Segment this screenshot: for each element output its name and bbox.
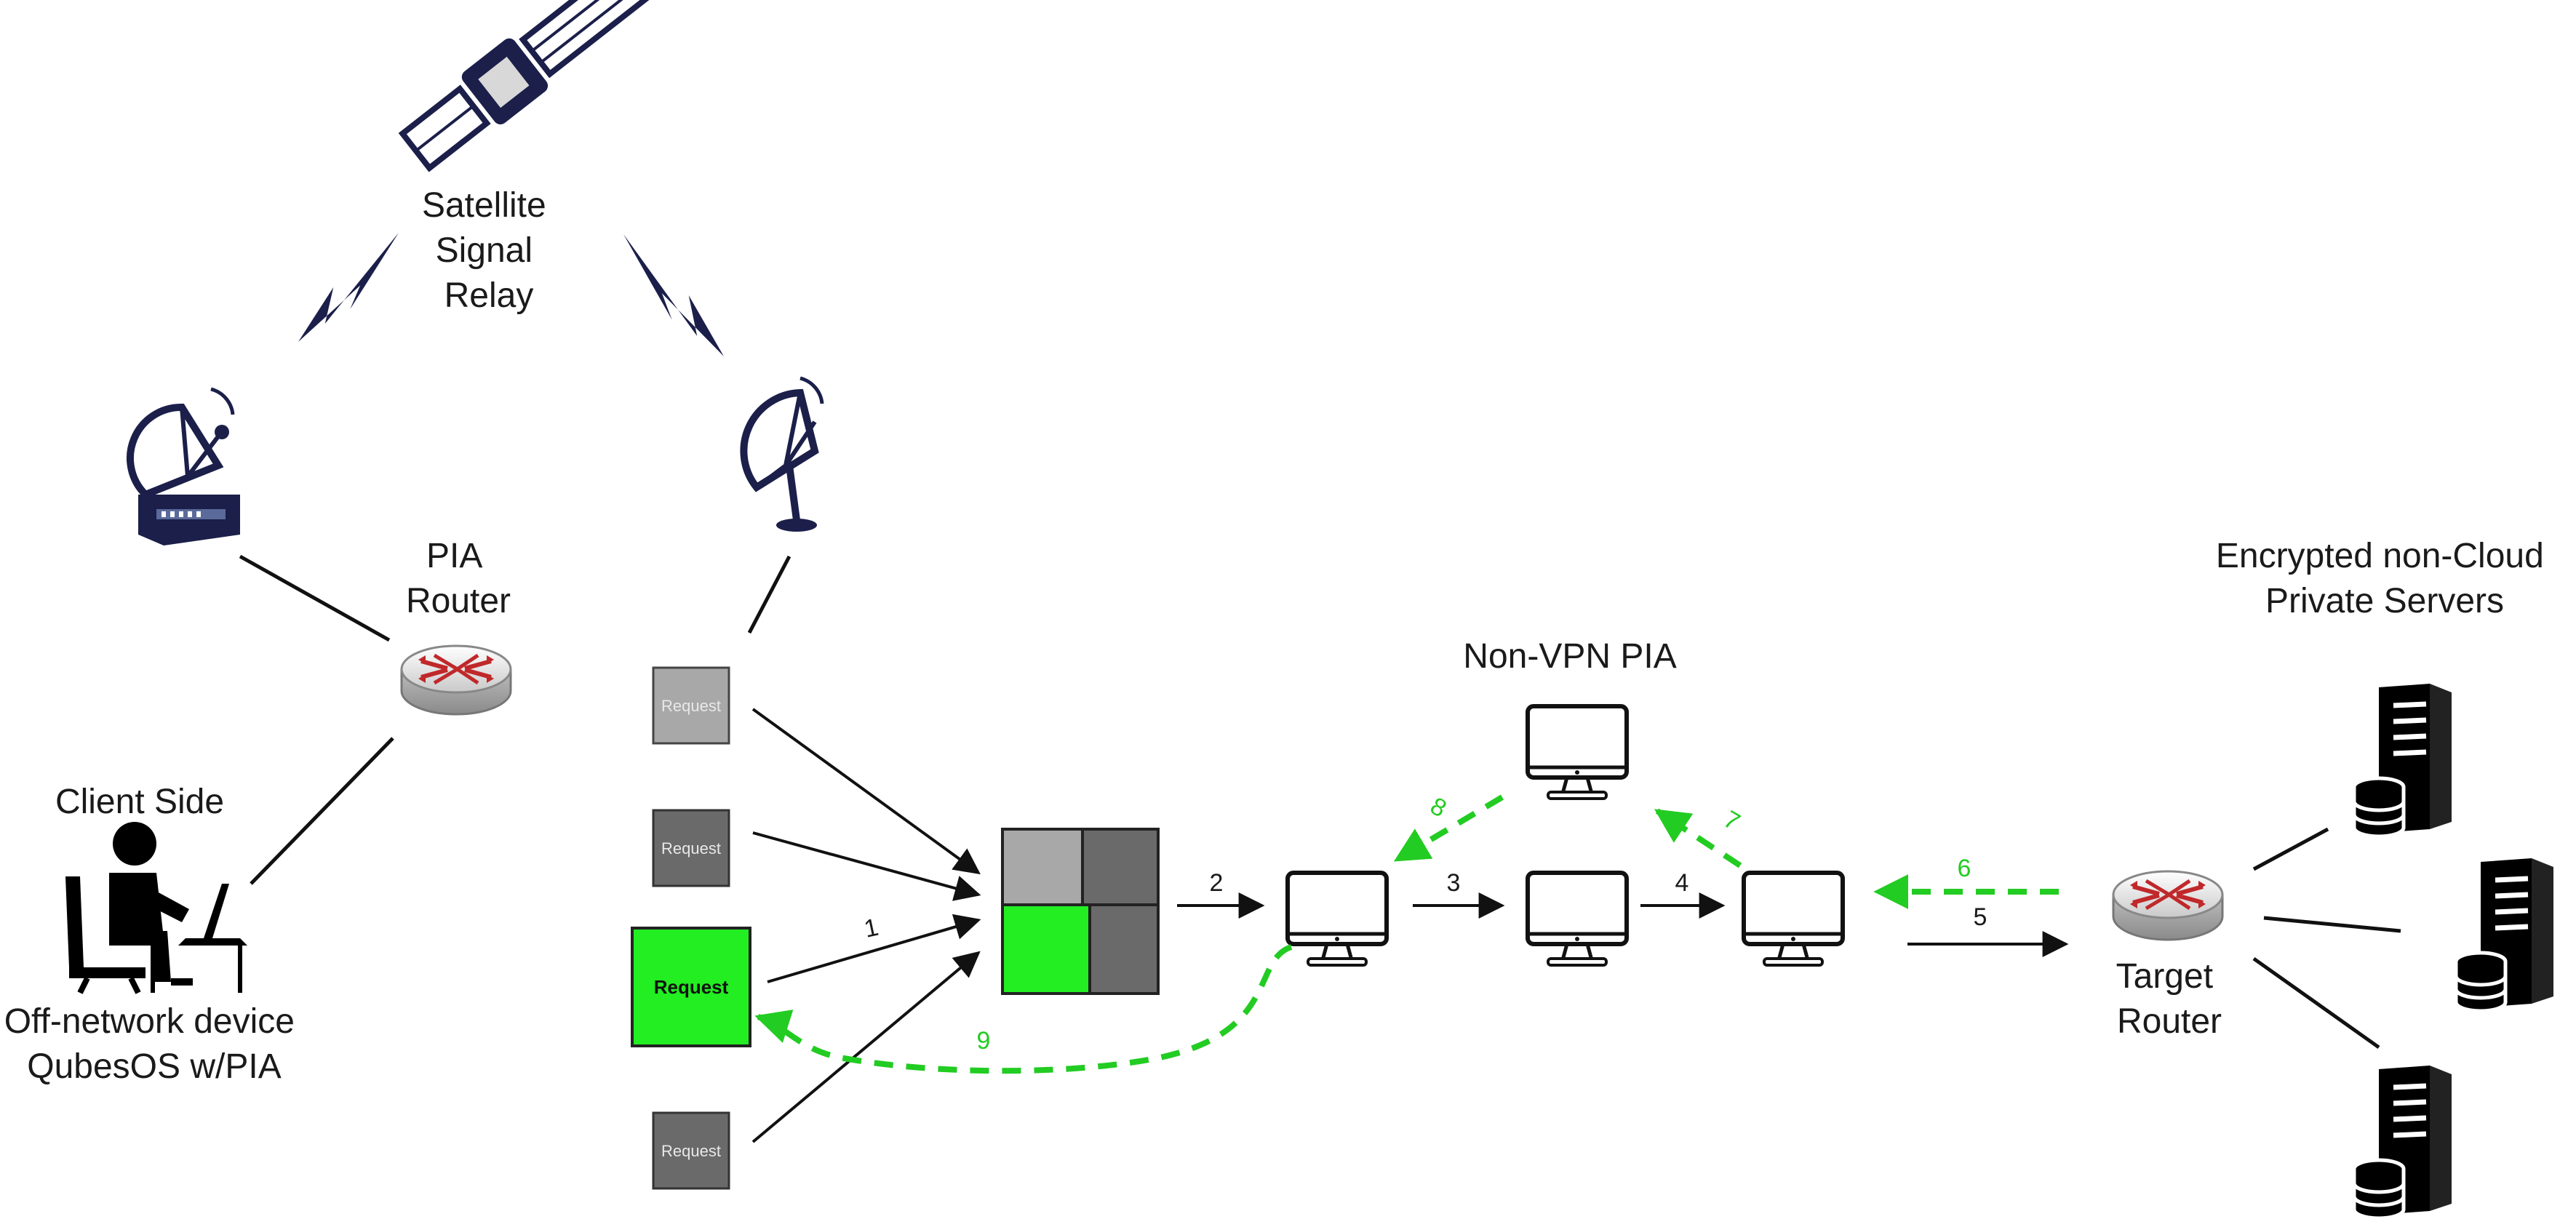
step-8-label: 8 xyxy=(1426,792,1451,823)
satellite-icon xyxy=(398,0,652,172)
lightning-signal-icon xyxy=(298,233,399,342)
satellite-dish-router-icon xyxy=(126,387,240,545)
servers-label-line-1: Encrypted non-Cloud xyxy=(2216,537,2544,575)
lightning-signal-icon xyxy=(623,234,724,356)
satellite-label: Satellite Signal Relay xyxy=(422,186,556,315)
step-1-label: 1 xyxy=(862,914,881,943)
monitor-icon xyxy=(1528,873,1627,965)
monitor-icon xyxy=(1744,873,1843,965)
off-network-label: Off-network device QubesOS w/PIA xyxy=(4,1002,305,1086)
target-router-label-line-1: Target xyxy=(2116,957,2213,996)
server-icon xyxy=(2456,858,2553,1011)
target-router-label: Target Router xyxy=(2116,957,2223,1041)
satellite-dish-icon xyxy=(740,376,824,532)
pia-router-icon xyxy=(402,646,511,714)
step-4-label: 4 xyxy=(1675,869,1689,897)
monitor-icon xyxy=(1288,873,1387,965)
servers-label-line-2: Private Servers xyxy=(2265,582,2504,620)
step-7-arrow xyxy=(1654,808,1742,868)
connection-lines-left xyxy=(239,554,791,885)
non-vpn-pia-label: Non-VPN PIA xyxy=(1463,637,1676,676)
pia-router-label-line-2: Router xyxy=(406,582,511,620)
off-network-label-line-2: QubesOS w/PIA xyxy=(27,1047,281,1086)
step-6-label: 6 xyxy=(1958,855,1971,882)
request-box: Request xyxy=(652,809,730,887)
server-links xyxy=(2252,827,2401,1050)
server-icon xyxy=(2354,684,2452,836)
satellite-label-line-3: Relay xyxy=(444,276,534,315)
monitor-icon xyxy=(1528,706,1627,799)
pia-router-label-line-1: PIA xyxy=(426,537,482,575)
step-9-arrow xyxy=(754,944,1293,1074)
step-3-label: 3 xyxy=(1447,869,1461,897)
satellite-label-line-2: Signal xyxy=(436,231,533,270)
request-label: Request xyxy=(654,976,729,998)
person-at-computer-icon xyxy=(65,822,247,994)
request-aggregator xyxy=(1001,828,1160,995)
target-router-icon xyxy=(2113,871,2222,940)
target-router-label-line-2: Router xyxy=(2117,1002,2222,1041)
server-icon xyxy=(2354,1066,2452,1218)
request-box: Request xyxy=(652,1111,730,1190)
request-label: Request xyxy=(661,1142,721,1160)
request-arrows xyxy=(751,708,981,1143)
request-label: Request xyxy=(661,839,721,858)
pia-router-label: PIA Router xyxy=(406,537,511,620)
step-7-label: 7 xyxy=(1719,805,1744,836)
step-8-arrow xyxy=(1393,794,1504,863)
client-side-label: Client Side xyxy=(55,783,224,821)
request-box: Request xyxy=(652,666,730,745)
step-5-label: 5 xyxy=(1974,903,1987,931)
request-box-highlighted: Request xyxy=(631,927,751,1047)
request-label: Request xyxy=(661,697,721,715)
step-2-label: 2 xyxy=(1210,869,1224,897)
step-9-label: 9 xyxy=(977,1027,991,1055)
off-network-label-line-1: Off-network device xyxy=(4,1002,295,1041)
satellite-label-line-1: Satellite xyxy=(422,186,546,225)
servers-label: Encrypted non-Cloud Private Servers xyxy=(2216,537,2553,620)
